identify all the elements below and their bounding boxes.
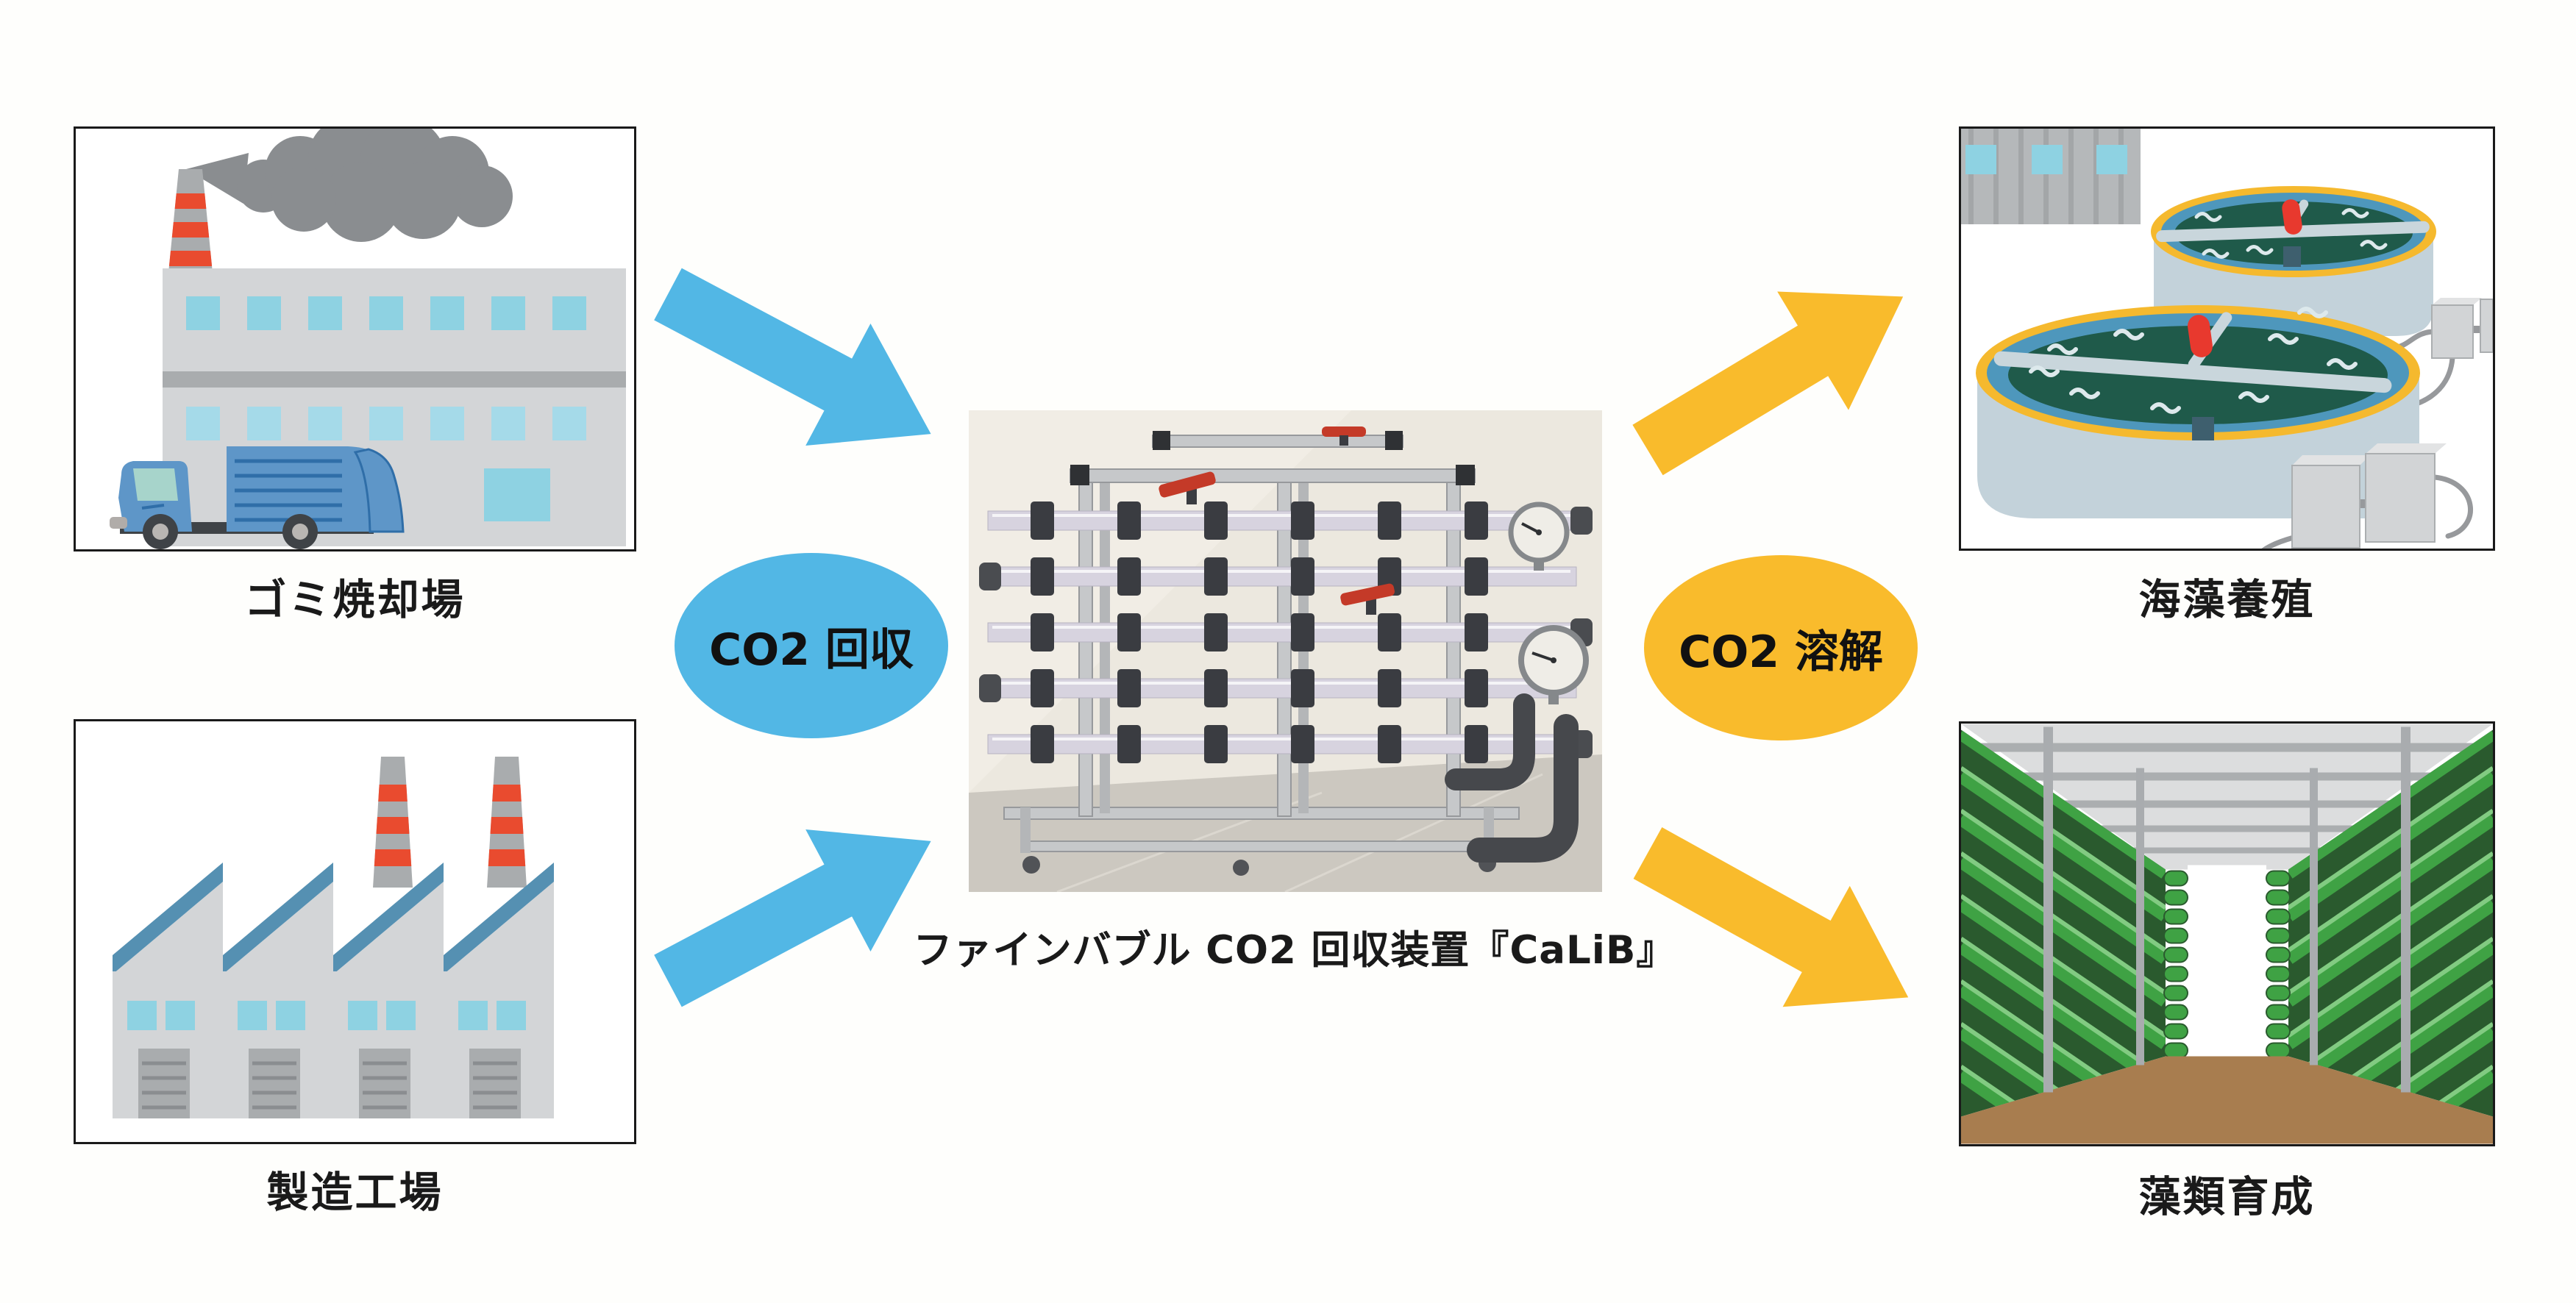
algae-label: 藻類育成 xyxy=(2138,1173,2316,1221)
co2-capture-oval: CO2 回収 xyxy=(675,553,948,738)
factory-label: 製造工場 xyxy=(266,1168,444,1217)
soil-path xyxy=(1961,1056,2493,1144)
panel-factory xyxy=(74,719,636,1144)
red-valve-handles xyxy=(1159,426,1395,615)
sawtooth-roofs xyxy=(113,863,554,974)
smoke-cloud-icon xyxy=(186,129,513,242)
dark-elbow-pipes xyxy=(1445,693,1579,863)
device-photo-graphic xyxy=(969,410,1602,893)
panel-seaweed xyxy=(1959,126,2495,551)
incinerator-illustration xyxy=(110,129,626,549)
factory-chimneys xyxy=(373,757,527,888)
chimney-icon xyxy=(168,169,213,273)
co2-capture-device-photo xyxy=(969,410,1602,893)
greenhouse-ceiling xyxy=(1961,724,2493,870)
corridor-opening xyxy=(2188,865,2266,1058)
hatchery-building xyxy=(1961,129,2141,224)
algae-tube-stacks xyxy=(2163,870,2291,1059)
pressure-gauges xyxy=(1508,501,1589,704)
factory-illustration xyxy=(113,757,554,1118)
algae-wall-right xyxy=(2288,729,2493,1117)
incinerator-label: ゴミ焼却場 xyxy=(244,576,466,624)
algae-wall-left xyxy=(1961,729,2166,1117)
arrow-icon-device-to-seaweed xyxy=(1632,291,1904,476)
arrow-icon-factory-to-device xyxy=(654,829,931,1007)
support-poles xyxy=(2043,727,2410,1093)
seaweed-label: 海藻養殖 xyxy=(2138,576,2316,624)
arrow-icon-incinerator-to-device xyxy=(654,268,931,446)
algae-illustration xyxy=(1961,724,2493,1144)
factory-windows xyxy=(127,1001,526,1030)
garbage-truck-icon xyxy=(110,446,405,549)
device-caption: ファインバブル CO2 回収装置『CaLiB』 xyxy=(913,928,1676,973)
co2-capture-oval-label: CO2 回収 xyxy=(709,624,914,676)
panel-incinerator xyxy=(74,126,636,551)
co2-dissolve-oval: CO2 溶解 xyxy=(1644,555,1918,740)
device-pipes xyxy=(979,501,1593,763)
panel-algae xyxy=(1959,721,2495,1146)
seaweed-illustration xyxy=(1961,129,2493,549)
factory-doors xyxy=(138,1049,521,1118)
aeration-pumps xyxy=(2291,298,2493,549)
co2-dissolve-oval-label: CO2 溶解 xyxy=(1679,626,1883,678)
